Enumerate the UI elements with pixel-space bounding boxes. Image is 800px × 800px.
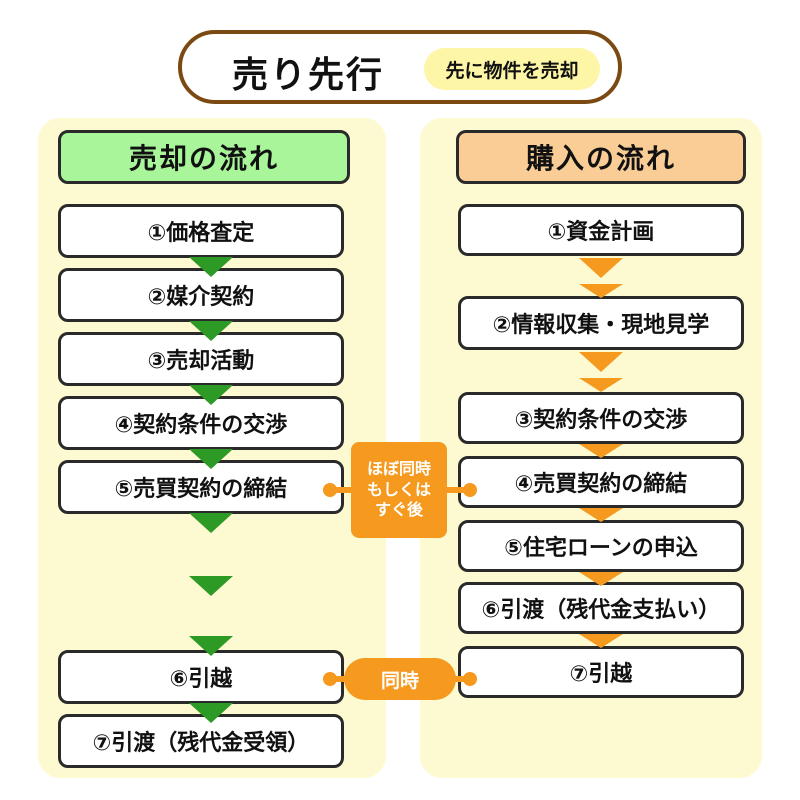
buy-step-2: ②情報収集・現地見学 <box>458 296 744 350</box>
page-title: 売り先行 <box>232 55 385 96</box>
sell-step-5: ⑤売買契約の締結 <box>58 460 344 514</box>
sell-step-7: ⑦引渡（残代金受領） <box>58 714 344 768</box>
sell-step-6: ⑥引越 <box>58 650 344 704</box>
green-arrow-icon <box>189 636 233 656</box>
sync-timing-badge: ほぼ同時 もしくは すぐ後 <box>351 442 447 538</box>
buy-step-6: ⑥引渡（残代金支払い） <box>458 582 744 634</box>
buy-flow-header: 購入の流れ <box>456 130 746 184</box>
sell-flow-header: 売却の流れ <box>58 130 350 184</box>
buy-step-3: ③契約条件の交渉 <box>458 392 744 444</box>
connector-dot-icon <box>323 672 337 686</box>
green-arrow-icon <box>189 513 233 533</box>
green-arrow-icon <box>189 321 233 341</box>
connector-dot-icon <box>463 672 477 686</box>
green-arrow-icon <box>189 449 233 469</box>
same-time-badge: 同時 <box>344 658 456 700</box>
buy-step-5: ⑤住宅ローンの申込 <box>458 520 744 572</box>
connector-dot-icon <box>323 483 337 497</box>
green-arrow-icon <box>189 576 233 596</box>
sell-step-4: ④契約条件の交渉 <box>58 396 344 450</box>
green-arrow-icon <box>189 385 233 405</box>
orange-arrow-icon <box>579 508 623 522</box>
connector-dot-icon <box>463 483 477 497</box>
orange-arrow-icon <box>579 444 623 458</box>
green-arrow-icon <box>189 703 233 723</box>
sell-step-3: ③売却活動 <box>58 332 344 386</box>
sell-step-1: ①価格査定 <box>58 204 344 258</box>
buy-step-7: ⑦引越 <box>458 646 744 698</box>
orange-arrow-icon <box>579 352 623 372</box>
green-arrow-icon <box>189 257 233 277</box>
sync-timing-label: ほぼ同時 もしくは すぐ後 <box>366 458 431 520</box>
buy-step-1: ①資金計画 <box>458 204 744 256</box>
orange-arrow-icon <box>579 572 623 586</box>
subtitle-badge: 先に物件を売却 <box>424 48 600 90</box>
buy-step-4: ④売買契約の締結 <box>458 456 744 508</box>
orange-arrow-icon <box>579 634 623 648</box>
orange-arrow-icon <box>579 258 623 278</box>
orange-arrow-icon <box>579 284 623 298</box>
orange-arrow-icon <box>579 378 623 392</box>
